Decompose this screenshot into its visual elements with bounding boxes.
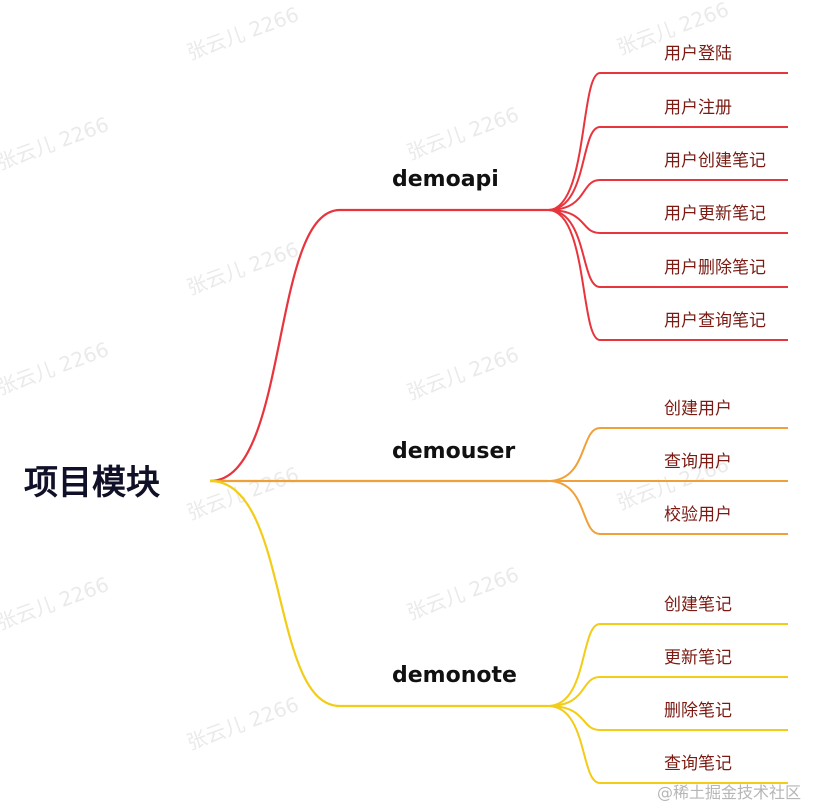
- watermark-text: 张云儿 2266: [184, 237, 302, 300]
- watermark-text: 张云儿 2266: [184, 2, 302, 65]
- branch-node-label: demouser: [392, 439, 515, 464]
- watermark-text: 张云儿 2266: [0, 112, 112, 175]
- watermark-layer: 张云儿 2266 张云儿 2266 张云儿 2266 张云儿 2266 张云儿 2266…: [0, 0, 732, 755]
- footer-watermark: @稀土掘金技术社区: [656, 783, 801, 802]
- leaf-node-label: 用户查询笔记: [664, 311, 766, 331]
- watermark-text: 张云儿 2266: [404, 562, 522, 625]
- leaf-connector: [547, 126, 788, 211]
- leaf-node-label: 用户登陆: [664, 44, 732, 64]
- leaf-node-label: 用户注册: [664, 98, 732, 118]
- leaf-connector: [547, 209, 788, 234]
- leaf-connector: [547, 623, 788, 707]
- leaf-node-label: 用户更新笔记: [664, 204, 766, 224]
- watermark-text: 张云儿 2266: [184, 462, 302, 525]
- leaf-connector: [547, 705, 788, 784]
- leaf-node-label: 用户创建笔记: [664, 151, 766, 171]
- connector-layer: [209, 72, 788, 784]
- leaf-node-label: 用户删除笔记: [664, 258, 766, 278]
- watermark-text: 张云儿 2266: [404, 342, 522, 405]
- branch-connector: [209, 479, 548, 708]
- leaf-connector: [547, 209, 788, 288]
- leaf-node-label: 删除笔记: [664, 701, 732, 721]
- leaf-connector: [547, 676, 788, 707]
- watermark-text: 张云儿 2266: [0, 337, 112, 400]
- root-node-label: 项目模块: [24, 463, 160, 503]
- leaf-connector: [547, 480, 788, 535]
- watermark-text: 张云儿 2266: [184, 692, 302, 755]
- label-layer: 项目模块 demoapi 用户登陆用户注册用户创建笔记用户更新笔记用户删除笔记用户查…: [24, 44, 766, 774]
- leaf-node-label: 校验用户: [664, 505, 732, 525]
- watermark-text: 张云儿 2266: [0, 572, 112, 635]
- leaf-connector: [547, 72, 788, 211]
- branch-node-label: demonote: [392, 663, 517, 688]
- leaf-node-label: 查询笔记: [664, 754, 732, 774]
- branch-node-label: demoapi: [392, 167, 499, 192]
- leaf-connector: [547, 209, 788, 341]
- branch-connector: [209, 208, 548, 483]
- leaf-connector: [547, 179, 788, 211]
- leaf-node-label: 更新笔记: [664, 648, 732, 668]
- leaf-node-label: 查询用户: [664, 452, 732, 472]
- leaf-node-label: 创建用户: [664, 399, 732, 419]
- leaf-connector: [547, 427, 788, 482]
- leaf-connector: [547, 705, 788, 731]
- watermark-text: 张云儿 2266: [404, 102, 522, 165]
- leaf-node-label: 创建笔记: [664, 595, 732, 615]
